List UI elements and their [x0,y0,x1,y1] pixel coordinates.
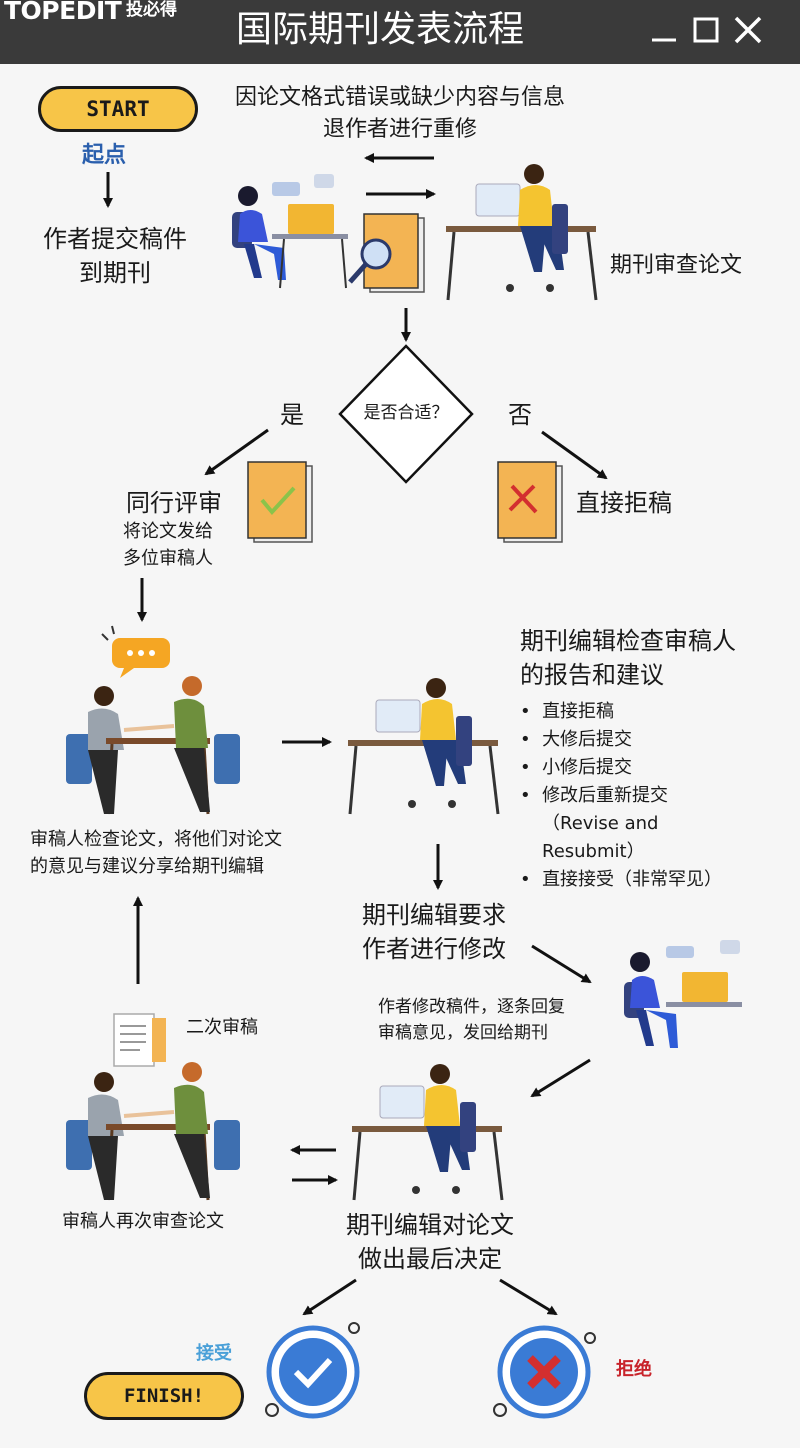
reject-document-icon [497,461,563,543]
second-review: 二次审稿 [186,1017,258,1038]
peer-review-desc: 将论文发给 多位审稿人 [108,518,228,572]
brand-logo-cn: 投必得 [126,0,177,20]
finish-button[interactable]: FINISH! [84,1372,244,1420]
chat-bubble-icon [101,625,170,678]
step-submit-line2: 到期刊 [79,259,151,287]
option-resubmit-en-1: （Revise and [542,813,659,834]
editor-options-list: • 直接拒稿 • 大修后提交 • 小修后提交 • 修改后重新提交 （Revise… [520,698,790,894]
peer-review-desc-line2: 多位审稿人 [123,548,213,569]
return-note: 因论文格式错误或缺少内容与信息 退作者进行重修 [210,82,590,146]
editor-illustration-top [446,164,598,301]
option-resubmit: • 修改后重新提交 [520,785,669,806]
step-submit: 作者提交稿件 到期刊 [40,222,190,290]
document-icon [113,1013,166,1067]
option-major-revision: • 大修后提交 [520,729,633,750]
editor-illustration-middle [348,678,500,815]
decision-yes: 是 [280,401,304,429]
return-note-line2: 退作者进行重修 [322,117,477,142]
reviewers-share-line2: 的意见与建议分享给期刊编辑 [30,856,264,877]
author-revise-line1: 作者修改稿件，逐条回复 [378,997,565,1017]
start-button[interactable]: START [38,86,198,132]
final-decision-line2: 做出最后决定 [358,1245,502,1273]
peer-review-desc-line1: 将论文发给 [123,521,213,542]
start-label: 起点 [82,143,127,168]
decision-label: 是否合适？ [363,403,449,423]
final-decision: 期刊编辑对论文 做出最后决定 [330,1208,530,1276]
magnifier-icon [348,213,425,293]
reject-label: 拒绝 [616,1359,652,1380]
desk-reject: 直接拒稿 [576,489,672,517]
title-bar [0,0,800,64]
close-icon[interactable] [732,14,764,46]
editor-request-line1: 期刊编辑要求 [362,901,506,929]
editor-request: 期刊编辑要求 作者进行修改 [362,898,506,966]
final-decision-line1: 期刊编辑对论文 [346,1211,514,1239]
author-revise: 作者修改稿件，逐条回复 审稿意见，发回给期刊 [378,994,565,1046]
step-journal-check: 期刊审查论文 [610,253,743,278]
author-illustration-right [624,940,742,1048]
check-document-icon [247,461,313,543]
step-submit-line1: 作者提交稿件 [43,225,187,253]
minimize-icon[interactable] [648,14,680,46]
option-resubmit-en-2: Resubmit） [542,841,645,862]
peer-review-title: 同行评审 [126,489,222,517]
option-minor-revision: • 小修后提交 [520,757,633,778]
reviewers-illustration-second [66,1062,240,1201]
reviewers-share-line1: 审稿人检查论文，将他们对论文 [30,829,282,850]
reject-circle-icon [493,1325,596,1419]
page-title: 国际期刊发表流程 [236,9,525,50]
brand-logo: TOPEDIT [4,0,122,25]
reviewers-illustration [66,676,240,815]
editor-request-line2: 作者进行修改 [362,935,506,963]
maximize-icon[interactable] [690,14,722,46]
author-illustration [232,174,348,289]
reviewers-share: 审稿人检查论文，将他们对论文 的意见与建议分享给期刊编辑 [30,826,282,880]
option-desk-reject: • 直接拒稿 [520,701,615,722]
editor-check-title-line1: 期刊编辑检查审稿人 [520,627,736,655]
decision-no: 否 [508,401,532,429]
option-accept: • 直接接受（非常罕见） [520,869,723,890]
editor-illustration-bottom [352,1064,504,1201]
reviewers-again: 审稿人再次审查论文 [62,1211,224,1232]
accept-circle-icon [265,1322,360,1419]
editor-check-title-line2: 的报告和建议 [520,661,664,689]
decision-diamond [338,344,474,484]
author-revise-line2: 审稿意见，发回给期刊 [378,1023,548,1043]
return-note-line1: 因论文格式错误或缺少内容与信息 [234,85,565,110]
accept-label: 接受 [196,1343,232,1364]
editor-check-title: 期刊编辑检查审稿人 的报告和建议 [520,624,790,692]
